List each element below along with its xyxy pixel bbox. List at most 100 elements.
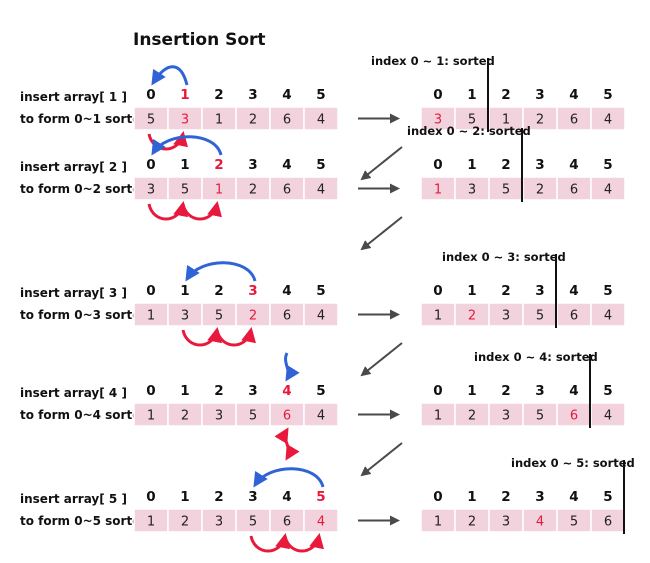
index-label: 3 bbox=[248, 87, 257, 103]
index-label: 5 bbox=[316, 489, 325, 505]
array-cell-value: 5 bbox=[502, 183, 510, 198]
array-cell-value: 1 bbox=[502, 113, 510, 128]
array-cell-value: 6 bbox=[283, 113, 291, 128]
index-label: 5 bbox=[316, 87, 325, 103]
array-cell-value: 1 bbox=[147, 309, 155, 324]
array-cell-value: 1 bbox=[434, 183, 442, 198]
next-step-arrow bbox=[360, 146, 403, 181]
step-label-form: to form 0~1 sorted bbox=[20, 112, 149, 126]
index-label: 1 bbox=[180, 489, 189, 505]
array-cell-value: 6 bbox=[283, 409, 291, 424]
array-cell bbox=[303, 106, 339, 131]
insert-arrow bbox=[151, 65, 189, 86]
step-label-insert: insert array[ 2 ] bbox=[20, 160, 127, 174]
index-label: 2 bbox=[214, 383, 223, 399]
step-label-insert: insert array[ 3 ] bbox=[20, 286, 127, 300]
index-label: 2 bbox=[501, 87, 510, 103]
array-cell-value: 3 bbox=[215, 409, 223, 424]
array-cell-value: 2 bbox=[181, 515, 189, 530]
index-label: 0 bbox=[433, 383, 442, 399]
array-cell-value: 6 bbox=[570, 113, 578, 128]
step-label-insert: insert array[ 1 ] bbox=[20, 90, 127, 104]
index-label: 5 bbox=[316, 157, 325, 173]
index-label: 5 bbox=[316, 283, 325, 299]
index-label: 5 bbox=[603, 283, 612, 299]
index-label: 0 bbox=[146, 489, 155, 505]
array-cell-value: 4 bbox=[317, 183, 325, 198]
index-label: 0 bbox=[433, 489, 442, 505]
array-cell-value: 1 bbox=[434, 309, 442, 324]
index-label: 3 bbox=[535, 383, 544, 399]
insert-arrow bbox=[185, 261, 257, 282]
index-label: 1 bbox=[467, 383, 476, 399]
index-label: 4 bbox=[282, 157, 291, 173]
array-cell-value: 5 bbox=[536, 309, 544, 324]
array-cell-value: 5 bbox=[147, 113, 155, 128]
array-cell-value: 4 bbox=[317, 409, 325, 424]
index-label: 3 bbox=[248, 489, 257, 505]
index-label: 4 bbox=[569, 383, 578, 399]
shift-arrow bbox=[181, 201, 222, 221]
index-label: 0 bbox=[433, 87, 442, 103]
next-step-arrow bbox=[360, 442, 403, 477]
array-cell-value: 2 bbox=[468, 409, 476, 424]
index-label: 5 bbox=[603, 383, 612, 399]
index-label: 4 bbox=[569, 87, 578, 103]
index-label: 2 bbox=[501, 283, 510, 299]
array-cell-value: 3 bbox=[181, 113, 189, 128]
index-label: 2 bbox=[501, 383, 510, 399]
step-label-insert: insert array[ 4 ] bbox=[20, 386, 127, 400]
index-label: 1 bbox=[180, 87, 189, 103]
array-cell-value: 2 bbox=[536, 183, 544, 198]
index-label: 3 bbox=[248, 383, 257, 399]
array-cell-value: 5 bbox=[570, 515, 578, 530]
index-label: 0 bbox=[146, 157, 155, 173]
index-label: 3 bbox=[535, 283, 544, 299]
index-label: 0 bbox=[146, 87, 155, 103]
insert-arrow bbox=[253, 467, 325, 488]
array-cell bbox=[590, 176, 626, 201]
array-cell-value: 3 bbox=[147, 183, 155, 198]
array-cell-value: 4 bbox=[317, 309, 325, 324]
index-label: 0 bbox=[146, 283, 155, 299]
array-cell-value: 3 bbox=[215, 515, 223, 530]
sorted-caption: index 0 ~ 3: sorted bbox=[442, 250, 566, 264]
index-label: 3 bbox=[248, 157, 257, 173]
index-label: 4 bbox=[282, 87, 291, 103]
array-cell-value: 5 bbox=[249, 409, 257, 424]
index-label: 2 bbox=[214, 489, 223, 505]
index-label: 3 bbox=[535, 157, 544, 173]
index-label: 2 bbox=[501, 157, 510, 173]
index-label: 0 bbox=[146, 383, 155, 399]
shift-arrow bbox=[147, 131, 188, 151]
array-cell-value: 1 bbox=[434, 515, 442, 530]
index-label: 5 bbox=[603, 157, 612, 173]
array-cell-value: 4 bbox=[317, 515, 325, 530]
array-cell-value: 4 bbox=[604, 309, 612, 324]
array-cell-value: 1 bbox=[434, 409, 442, 424]
array-cell bbox=[303, 402, 339, 427]
index-label: 4 bbox=[282, 489, 291, 505]
array-cell-value: 3 bbox=[502, 309, 510, 324]
array-cell-value: 5 bbox=[468, 113, 476, 128]
array-cell-value: 6 bbox=[283, 183, 291, 198]
array-cell-value: 1 bbox=[215, 113, 223, 128]
index-label: 3 bbox=[535, 489, 544, 505]
array-cell-value: 6 bbox=[283, 309, 291, 324]
index-label: 2 bbox=[214, 283, 223, 299]
array-cell-value: 3 bbox=[181, 309, 189, 324]
sorted-caption: index 0 ~ 1: sorted bbox=[371, 54, 495, 68]
array-cell-value: 5 bbox=[215, 309, 223, 324]
index-label: 1 bbox=[467, 283, 476, 299]
index-label: 1 bbox=[467, 157, 476, 173]
array-cell-value: 4 bbox=[317, 113, 325, 128]
array-cell-value: 2 bbox=[468, 309, 476, 324]
array-cell-value: 2 bbox=[249, 183, 257, 198]
index-label: 5 bbox=[603, 87, 612, 103]
array-cell-value: 6 bbox=[570, 309, 578, 324]
array-cell bbox=[590, 302, 626, 327]
array-cell-value: 6 bbox=[283, 515, 291, 530]
